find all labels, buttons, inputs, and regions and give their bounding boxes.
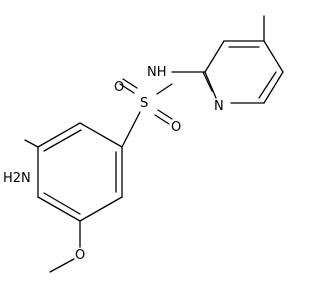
bond bbox=[263, 40, 284, 73]
bond-s-n bbox=[156, 83, 173, 95]
sulfonyl-group bbox=[119, 78, 173, 148]
bond bbox=[37, 122, 81, 148]
pyridine-n-label: N bbox=[214, 99, 224, 114]
pyridine-ring bbox=[171, 15, 284, 104]
benzene-ring bbox=[37, 122, 123, 222]
oxygen-top-label: O bbox=[114, 80, 124, 95]
bond bbox=[79, 122, 123, 148]
bond-double-inner bbox=[202, 71, 213, 92]
bond-s-o-bottom-double bbox=[154, 114, 170, 125]
nh-label: NH bbox=[147, 65, 167, 80]
methoxy-o-label: O bbox=[75, 248, 85, 263]
sulfur-label: S bbox=[140, 96, 148, 111]
bond-c-nh2 bbox=[24, 139, 39, 148]
bond bbox=[263, 71, 284, 104]
structure-canvas: H2N NH S O O N O bbox=[0, 0, 286, 283]
background bbox=[0, 0, 286, 283]
oxygen-bottom-label: O bbox=[171, 120, 181, 135]
substituents bbox=[24, 139, 81, 273]
bond bbox=[37, 196, 81, 222]
bond-s-o-bottom bbox=[157, 109, 173, 120]
bond-double-inner bbox=[258, 71, 277, 99]
amine-label: H2N bbox=[3, 171, 31, 186]
bond bbox=[204, 71, 217, 99]
bond-o-ch3 bbox=[49, 258, 75, 273]
bond bbox=[204, 40, 225, 73]
bond bbox=[79, 196, 123, 222]
bond-double-inner bbox=[43, 192, 81, 215]
bond bbox=[121, 111, 141, 148]
bond-s-o-top bbox=[119, 83, 135, 94]
bond-s-o-top-double bbox=[122, 78, 138, 89]
bond-double-inner bbox=[43, 129, 82, 152]
molecule-main: H2N NH S O O N O bbox=[0, 0, 286, 283]
